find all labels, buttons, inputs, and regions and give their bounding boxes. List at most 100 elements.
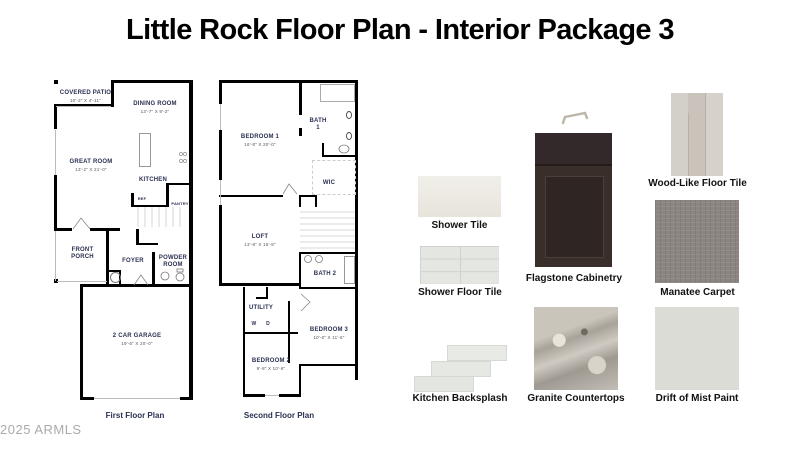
wall	[299, 252, 357, 254]
label-ref: REF	[137, 196, 147, 201]
swatch-granite-countertops	[534, 307, 618, 390]
backsplash-tile	[447, 345, 507, 361]
room-foyer: FOYER	[122, 258, 144, 264]
label-pantry: PANTRY	[171, 201, 189, 206]
wall	[54, 104, 114, 107]
room-bath-2: BATH 2	[313, 271, 337, 277]
wall	[322, 143, 324, 157]
toilet-icon	[338, 144, 350, 154]
sink-icon	[160, 271, 170, 281]
wall	[219, 80, 222, 104]
porch-outline	[57, 281, 107, 282]
porch-outline	[55, 231, 56, 281]
wall	[180, 397, 192, 400]
wall	[243, 394, 265, 397]
room-bath-1: BATH 1	[309, 118, 327, 131]
swatch-kitchen-backsplash	[413, 345, 508, 392]
label-shower-floor-tile: Shower Floor Tile	[418, 287, 502, 298]
label-drift-of-mist-paint: Drift of Mist Paint	[655, 393, 739, 404]
wall	[131, 193, 134, 207]
wall	[243, 287, 245, 332]
door-swing-icon	[300, 293, 311, 312]
wall	[131, 205, 169, 207]
shower	[320, 84, 355, 102]
wall	[355, 80, 358, 380]
wall	[166, 183, 190, 185]
wall	[299, 195, 301, 207]
wall	[219, 80, 357, 83]
wall	[136, 229, 139, 244]
window	[56, 106, 111, 107]
backsplash-tile	[414, 376, 474, 392]
wall	[219, 130, 222, 180]
room-front-porch: FRONT PORCH	[71, 247, 94, 260]
label-manatee-carpet: Manatee Carpet	[660, 287, 735, 298]
label-dryer: D	[266, 321, 270, 327]
room-powder-room: POWDER ROOM	[158, 255, 188, 268]
wall	[299, 287, 357, 289]
room-utility: UTILITY	[248, 305, 274, 311]
label-wood-like-floor-tile: Wood-Like Floor Tile	[648, 178, 747, 189]
water-heater-icon	[110, 272, 121, 283]
wall	[315, 195, 317, 207]
door-swing-icon	[133, 274, 149, 286]
wall	[54, 279, 58, 283]
label-flagstone-cabinetry: Flagstone Cabinetry	[525, 273, 623, 284]
wall	[243, 332, 298, 334]
first-floor-caption: First Floor Plan	[105, 411, 165, 420]
second-floor-caption: Second Floor Plan	[243, 411, 315, 420]
label-shower-tile: Shower Tile	[431, 220, 488, 231]
swatch-flagstone-cabinetry	[535, 133, 612, 267]
wall	[299, 80, 302, 115]
wall	[80, 397, 94, 400]
door-swing-icon	[282, 183, 298, 195]
wall	[54, 228, 72, 231]
window	[265, 395, 279, 396]
room-wic: WIC	[322, 180, 336, 186]
swatch-drift-of-mist-paint	[655, 307, 739, 390]
toilet-icon	[175, 268, 185, 282]
wall	[266, 287, 268, 299]
wall	[80, 284, 192, 287]
wall	[90, 228, 120, 231]
cabinet-door-panel	[545, 176, 604, 258]
wall	[106, 228, 109, 284]
island	[139, 133, 151, 167]
wall	[219, 195, 283, 197]
wall	[299, 364, 357, 366]
window	[55, 130, 56, 175]
wall	[279, 394, 301, 397]
stairs-icon	[300, 211, 355, 249]
wall	[256, 297, 268, 299]
swatch-wood-like-floor-tile	[671, 93, 723, 176]
cabinet-drawer	[535, 133, 612, 166]
wall	[219, 283, 299, 286]
wall	[299, 252, 301, 287]
wall	[54, 104, 57, 129]
plank-seam	[688, 113, 689, 176]
wall	[54, 80, 58, 84]
label-washer: W	[251, 321, 257, 327]
backsplash-tile	[431, 361, 491, 377]
label-granite-countertops: Granite Countertops	[527, 393, 625, 404]
swatch-shower-floor-tile	[420, 246, 499, 284]
sink-icon	[304, 255, 323, 263]
swatch-shower-tile	[418, 176, 501, 217]
wic-outline	[312, 160, 356, 195]
wall	[322, 155, 357, 157]
stairs-icon	[137, 207, 181, 227]
wall	[299, 364, 301, 397]
stove-icon	[179, 152, 187, 163]
wall	[80, 284, 83, 400]
wall	[111, 80, 114, 106]
watermark: 2025 ARMLS	[0, 422, 82, 437]
window	[220, 104, 221, 130]
wall	[166, 183, 169, 207]
wall	[288, 301, 290, 363]
